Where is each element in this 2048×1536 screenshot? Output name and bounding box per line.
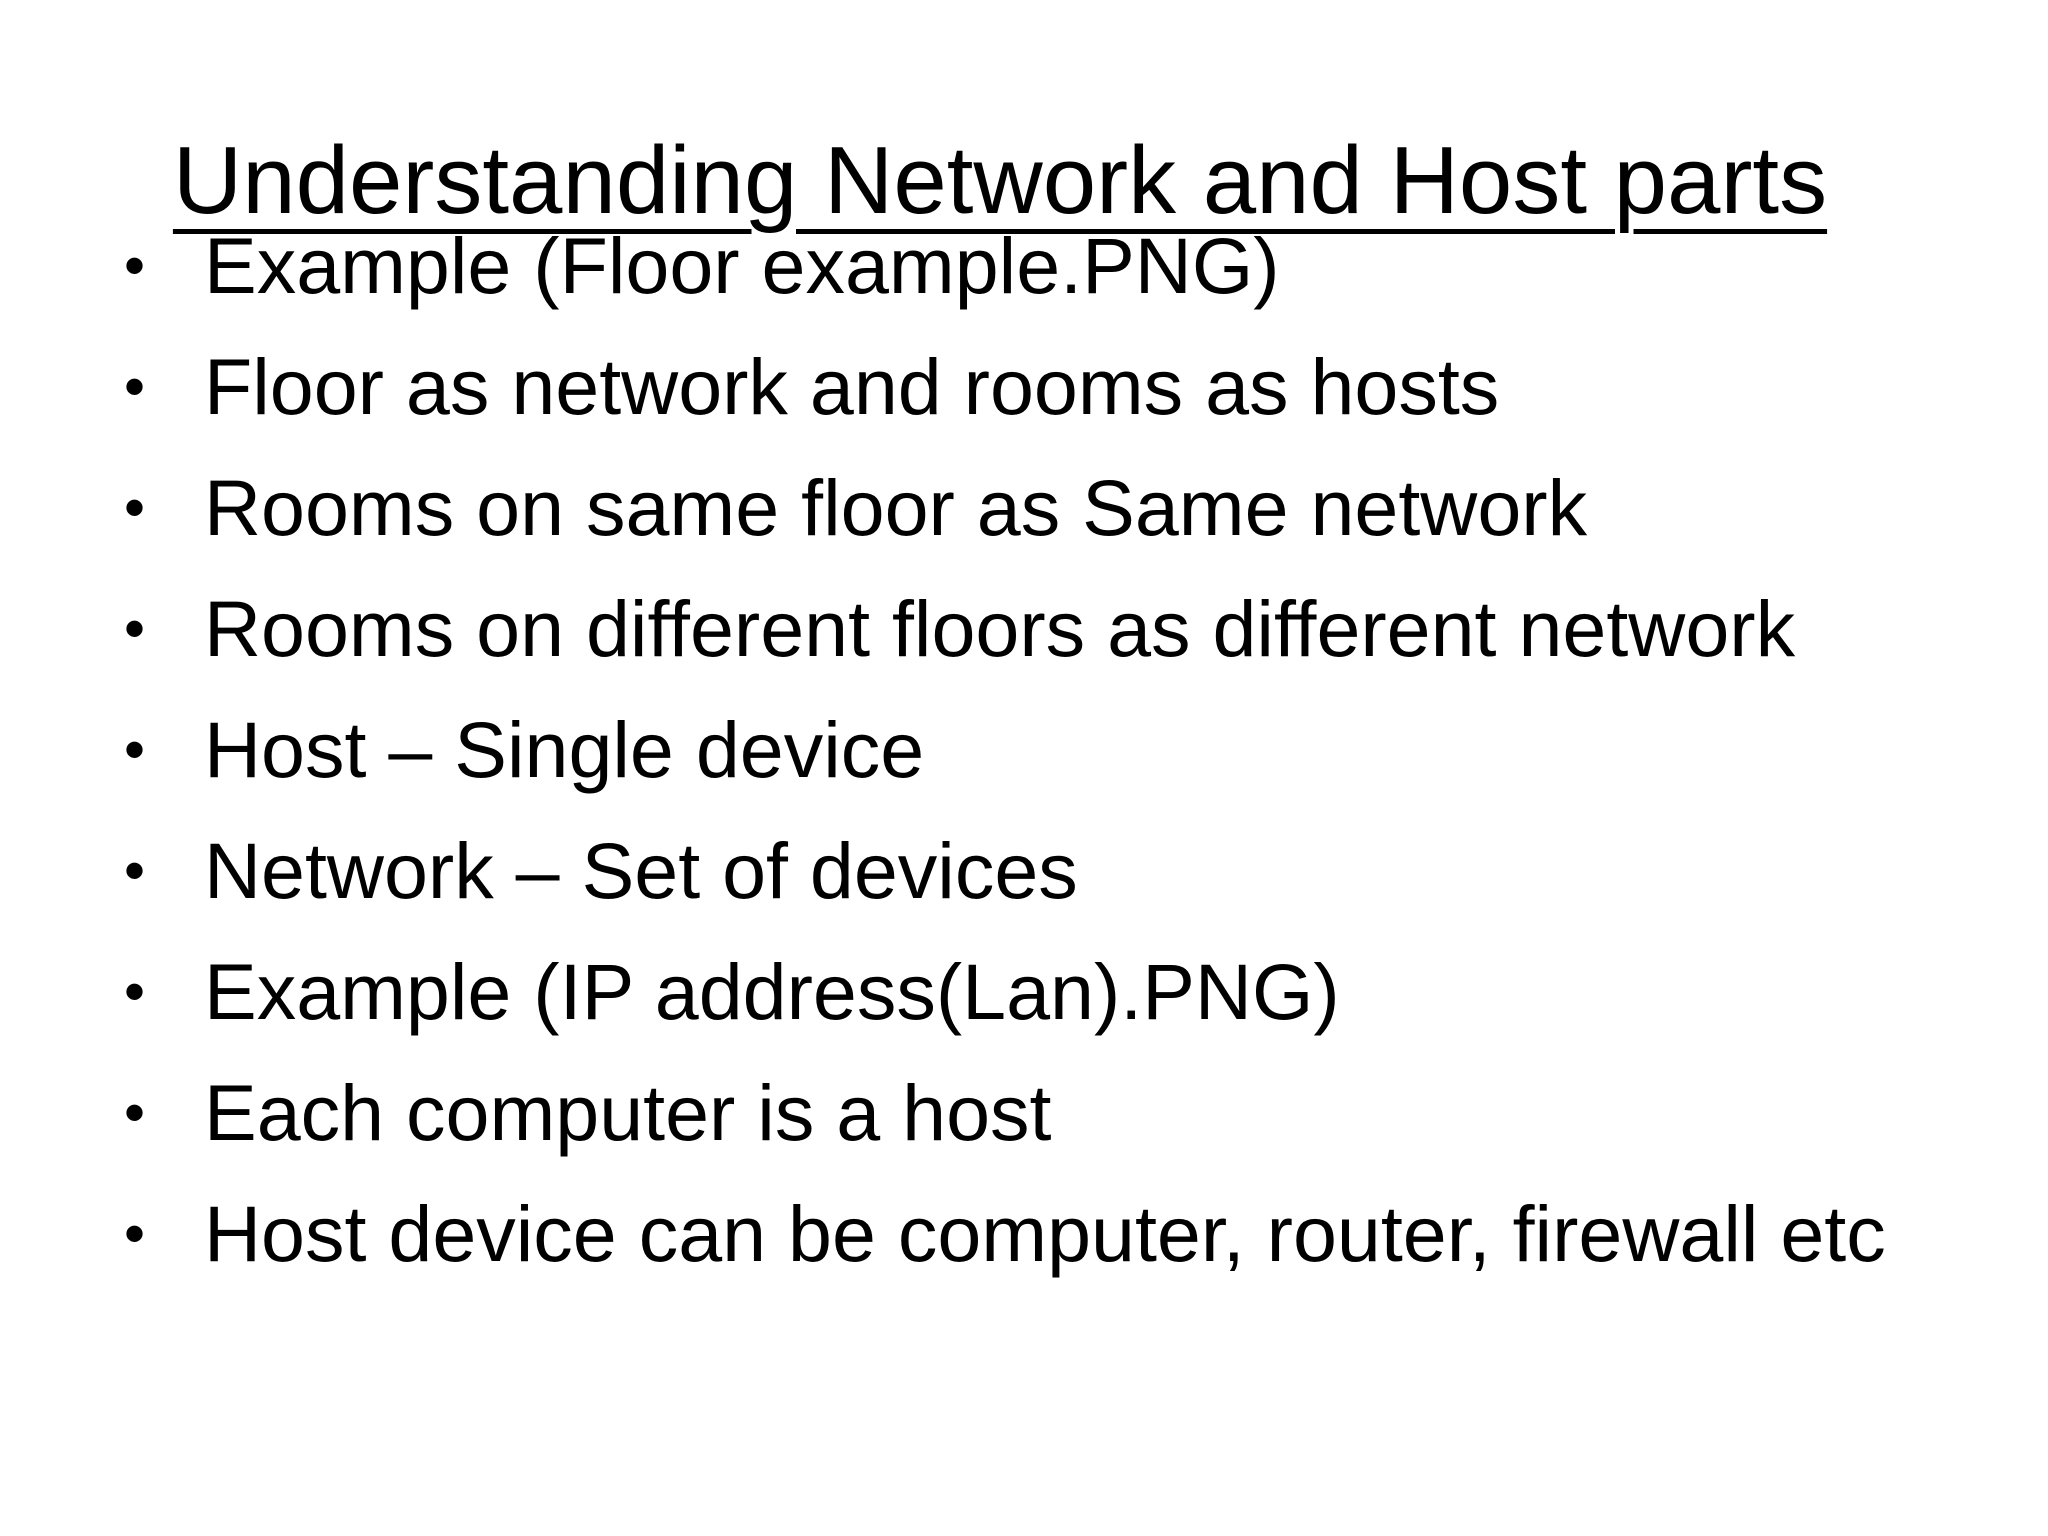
bullet-icon: •: [124, 716, 146, 783]
bullet-icon: •: [124, 232, 146, 299]
bullet-text: Host device can be computer, router, fir…: [204, 1189, 1886, 1278]
bullet-icon: •: [124, 837, 146, 904]
bullet-text: Rooms on different floors as different n…: [204, 584, 1796, 673]
bullet-icon: •: [124, 1200, 146, 1267]
bullet-text: Network – Set of devices: [204, 826, 1078, 915]
slide-title-text: Understanding Network and Host parts: [172, 127, 1828, 235]
list-item: • Host device can be computer, router, f…: [124, 1173, 1994, 1294]
bullet-icon: •: [124, 474, 146, 541]
list-item: • Example (Floor example.PNG): [124, 205, 1994, 326]
bullet-icon: •: [124, 1079, 146, 1146]
bullet-icon: •: [124, 958, 146, 1025]
bullet-text: Host – Single device: [204, 705, 925, 794]
list-item: • Rooms on different floors as different…: [124, 568, 1994, 689]
list-item: • Example (IP address(Lan).PNG): [124, 931, 1994, 1052]
list-item: • Rooms on same floor as Same network: [124, 447, 1994, 568]
bullet-text: Floor as network and rooms as hosts: [204, 342, 1500, 431]
bullet-text: Example (IP address(Lan).PNG): [204, 947, 1340, 1036]
list-item: • Network – Set of devices: [124, 810, 1994, 931]
bullet-icon: •: [124, 595, 146, 662]
list-item: • Floor as network and rooms as hosts: [124, 326, 1994, 447]
bullet-text: Example (Floor example.PNG): [204, 221, 1280, 310]
list-item: • Host – Single device: [124, 689, 1994, 810]
bullet-text: Rooms on same floor as Same network: [204, 463, 1588, 552]
bullet-text: Each computer is a host: [204, 1068, 1052, 1157]
bullet-list: • Example (Floor example.PNG) • Floor as…: [124, 205, 1994, 1294]
slide-title: Understanding Network and Host parts: [0, 116, 2000, 246]
list-item: • Each computer is a host: [124, 1052, 1994, 1173]
bullet-icon: •: [124, 353, 146, 420]
